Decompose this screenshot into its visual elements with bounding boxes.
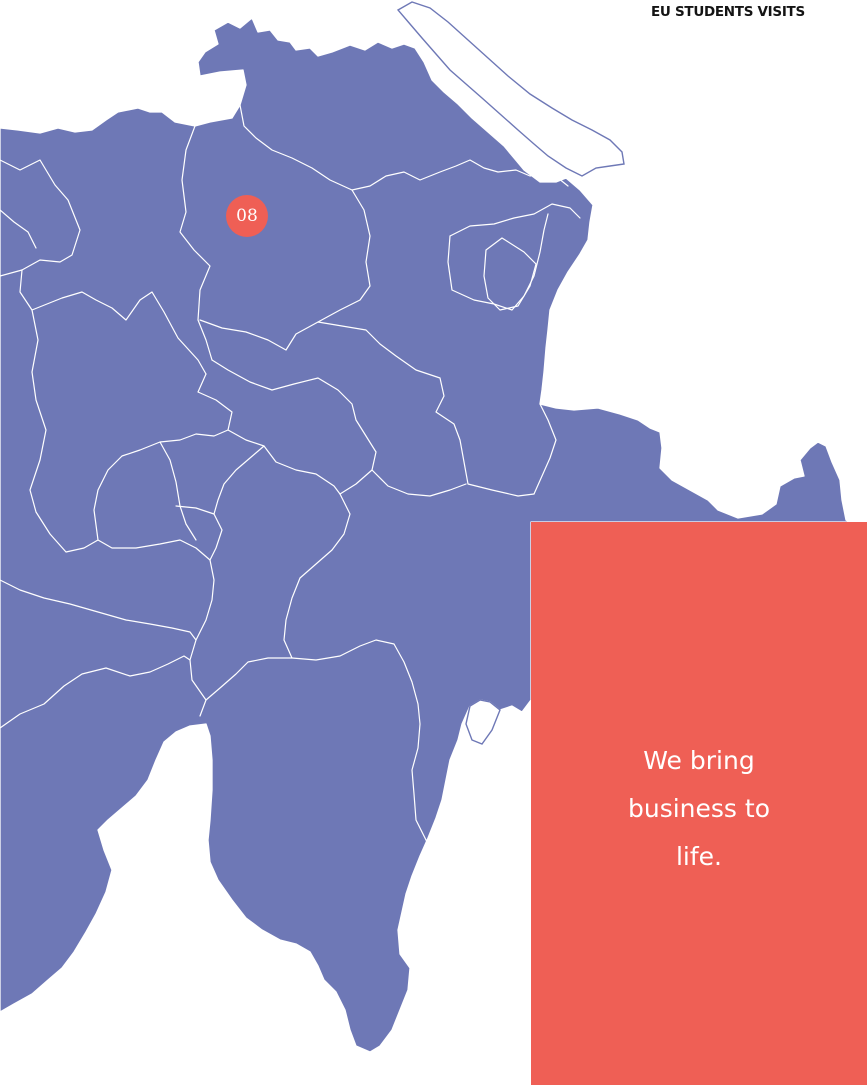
region-borders [0, 104, 581, 871]
country-outline [0, 17, 851, 1053]
map-marker-08[interactable]: 08 [226, 195, 268, 237]
promo-card: We bring business to life. [531, 522, 867, 1085]
eu-students-visits-link[interactable]: EU STUDENTS VISITS [651, 4, 805, 20]
promo-text: We bring business to life. [627, 745, 770, 871]
southern-lake [465, 699, 501, 745]
map-marker-label: 08 [236, 206, 258, 226]
lake [396, 1, 625, 177]
